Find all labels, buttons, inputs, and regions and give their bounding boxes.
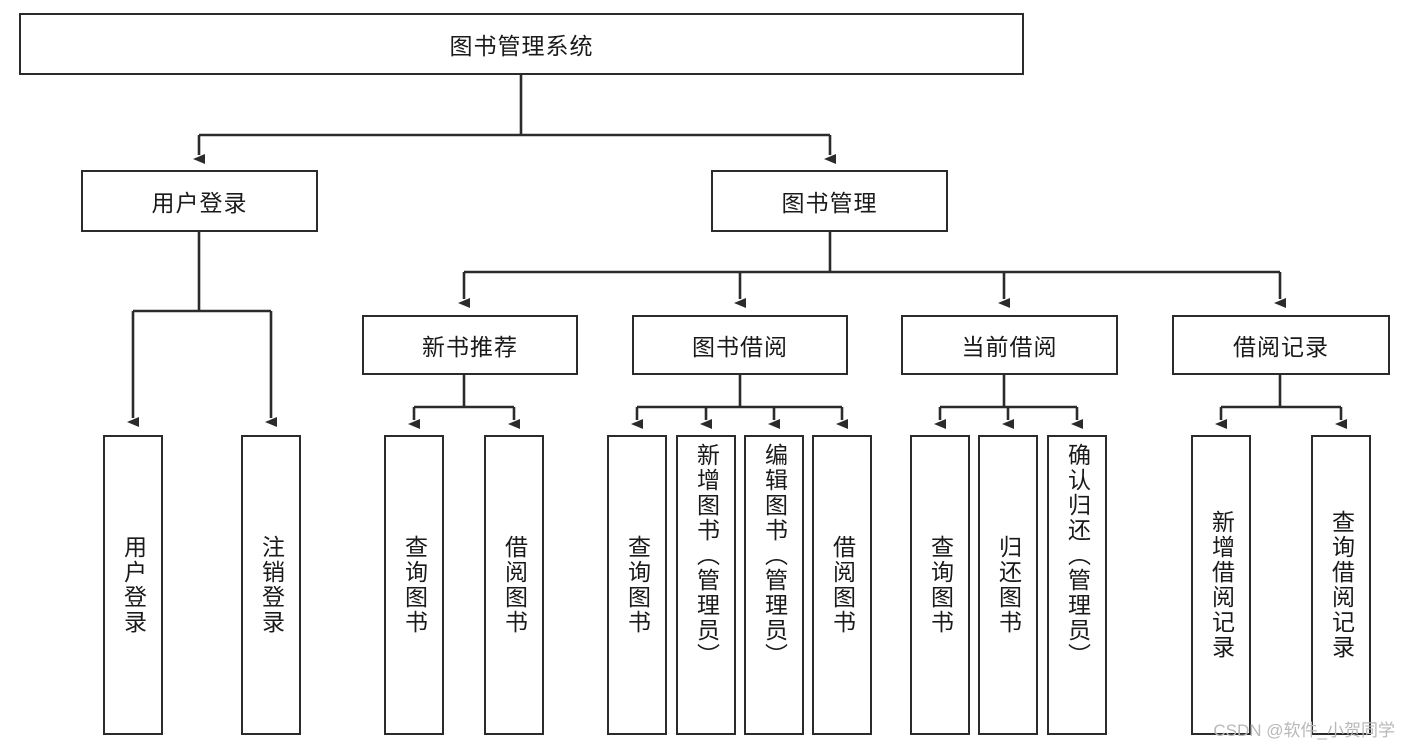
leaf-book-borrow-borrow-book[interactable]: 借阅图书 [812,435,872,735]
node-label: 新增借阅记录 [1208,510,1235,660]
node-label: 当前借阅 [961,334,1058,360]
node-label: 编辑图书（管理员） [761,443,788,668]
leaf-current-borrow-confirm-return-admin[interactable]: 确认归还（管理员） [1047,435,1107,735]
node-new-book-recommend[interactable]: 新书推荐 [362,315,578,375]
leaf-new-book-query-book[interactable]: 查询图书 [384,435,444,735]
node-label: 确认归还（管理员） [1064,443,1091,668]
node-label: 用户登录 [151,190,248,216]
node-label: 借阅图书 [501,535,528,635]
leaf-user-login-logout[interactable]: 注销登录 [241,435,301,735]
node-current-borrow[interactable]: 当前借阅 [901,315,1118,375]
node-label: 借阅图书 [829,535,856,635]
node-label: 图书借阅 [692,334,788,360]
node-label: 查询图书 [624,535,651,635]
node-label: 归还图书 [995,535,1022,635]
leaf-borrow-record-query-record[interactable]: 查询借阅记录 [1311,435,1371,735]
node-label: 查询图书 [927,535,954,635]
node-book-borrow[interactable]: 图书借阅 [632,315,848,375]
node-label: 用户登录 [120,535,147,635]
node-label: 新书推荐 [422,334,518,360]
watermark-text: CSDN @软件_小贺同学 [1213,721,1395,740]
leaf-current-borrow-query-book[interactable]: 查询图书 [910,435,970,735]
node-user-login[interactable]: 用户登录 [81,170,318,232]
node-book-management[interactable]: 图书管理 [711,170,948,232]
leaf-book-borrow-query-book[interactable]: 查询图书 [607,435,667,735]
node-root-book-management-system[interactable]: 图书管理系统 [19,13,1024,75]
leaf-user-login-do-login[interactable]: 用户登录 [103,435,163,735]
node-label: 图书管理 [781,190,878,216]
node-label: 查询图书 [401,535,428,635]
node-label: 借阅记录 [1233,334,1329,360]
node-label: 新增图书（管理员） [693,443,720,668]
node-borrow-record[interactable]: 借阅记录 [1172,315,1390,375]
node-label: 图书管理系统 [449,33,594,59]
leaf-current-borrow-return-book[interactable]: 归还图书 [978,435,1038,735]
node-label: 查询借阅记录 [1328,510,1355,660]
leaf-book-borrow-add-book-admin[interactable]: 新增图书（管理员） [676,435,736,735]
leaf-new-book-borrow-book[interactable]: 借阅图书 [484,435,544,735]
leaf-borrow-record-add-record[interactable]: 新增借阅记录 [1191,435,1251,735]
leaf-book-borrow-edit-book-admin[interactable]: 编辑图书（管理员） [744,435,804,735]
node-label: 注销登录 [258,535,285,635]
